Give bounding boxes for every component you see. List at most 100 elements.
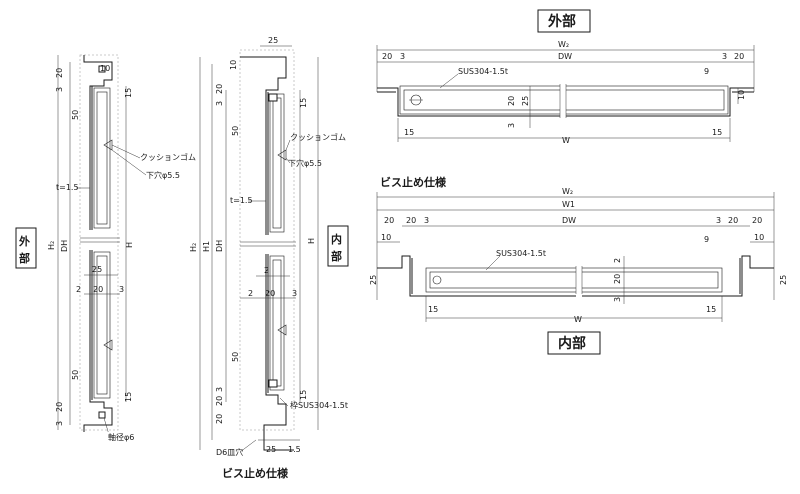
dim-2: 2	[76, 285, 81, 294]
cushion-label-a: クッションゴム	[140, 152, 196, 162]
caption-screw-top: ビス止め仕様	[380, 175, 447, 189]
cushion-rubber-top	[103, 139, 113, 151]
dim-mid-3-left: 3	[424, 216, 429, 225]
dim-mid-25-left: 25	[369, 275, 378, 285]
dim-3: 3	[119, 285, 124, 294]
title-box-outer	[537, 9, 591, 33]
plan-view-outer: 外部 W₂ DW 20 3 3 20 SUS304-1.5t 9 10 20 2…	[376, 9, 755, 145]
dim-10: 10	[100, 64, 110, 73]
dim-mid-2: 2	[613, 258, 622, 263]
dim-mid-20c: 20	[728, 216, 738, 225]
side-label-box-inner	[327, 225, 349, 267]
material-label-mid: SUS304-1.5t	[496, 249, 546, 258]
title-outer: 外部	[548, 13, 576, 30]
dim-3-bottom: 3	[55, 421, 64, 426]
side-section-outer: 20 3 H₂ DH 20 3 50 50 10 15 15 H t=1.5 2…	[15, 54, 196, 442]
door-panel-b-bottom	[269, 255, 285, 391]
dim-b-10: 10	[229, 60, 238, 70]
dim-H: H	[125, 242, 134, 248]
dim-b-50-bottom: 50	[231, 352, 240, 362]
dim-b-15-top: 15	[299, 98, 308, 108]
dim-mid-15-right: 15	[706, 305, 716, 314]
dim-top-W: W	[562, 136, 570, 145]
dim-top-20-left: 20	[382, 52, 392, 61]
thickness-label-a: t=1.5	[56, 183, 79, 192]
dim-b-3: 3	[292, 289, 297, 298]
frame-bottom-profile	[83, 250, 113, 432]
cushion-label-b: クッションゴム	[290, 132, 346, 142]
wall-outline	[79, 54, 119, 431]
dim-top-25-v: 25	[521, 96, 530, 106]
dim-mid-15-left: 15	[428, 305, 438, 314]
dim-top-3-v: 3	[507, 123, 516, 128]
dim-20-top: 20	[55, 68, 64, 78]
dim-25: 25	[92, 265, 102, 274]
screw-top	[268, 93, 278, 102]
dim-b-2b: 2	[248, 289, 253, 298]
dim-top-9: 9	[704, 67, 709, 76]
cushion-rubber-bottom	[103, 339, 113, 351]
dim-mid-20a: 20	[384, 216, 394, 225]
dim-top-20-right: 20	[734, 52, 744, 61]
dim-15-bottom: 15	[124, 392, 133, 402]
cushion-rubber-b	[277, 149, 287, 161]
plan-view-screw: ビス止め仕様 W₂ W1 DW 20 20 3 3 20 20 10 10 25…	[369, 175, 788, 355]
countersink-label: D6皿穴	[216, 447, 243, 457]
side-label-inner-2: 部	[331, 249, 342, 263]
frame-b-top	[240, 56, 287, 235]
plan-mid-panel	[425, 267, 723, 293]
dim-b-50-top: 50	[231, 126, 240, 136]
dim-mid-10-left: 10	[381, 233, 391, 242]
dim-b-1-5: 1.5	[288, 445, 301, 454]
dim-b-15-bottom: 15	[299, 390, 308, 400]
dim-b-2: 2	[264, 266, 269, 275]
dim-mid-20-v: 20	[613, 274, 622, 284]
side-label-box-outer	[15, 227, 37, 269]
dim-top-3-left: 3	[400, 52, 405, 61]
dim-b-3-top: 3	[215, 101, 224, 106]
dim-mid-20b: 20	[406, 216, 416, 225]
title-box-inner	[547, 331, 601, 355]
dim-mid-9: 9	[704, 235, 709, 244]
dim-mid-3-v: 3	[613, 297, 622, 302]
door-panel-bottom	[93, 251, 111, 399]
dim-top-15-right: 15	[712, 128, 722, 137]
dim-b-25-bottom: 25	[266, 445, 276, 454]
dim-50-top: 50	[71, 110, 80, 120]
dim-b-H2: H₂	[189, 243, 198, 252]
dim-mid-10-right: 10	[754, 233, 764, 242]
dim-mid-W1: W1	[562, 200, 575, 209]
dim-b-20-top: 20	[215, 84, 224, 94]
dim-mid-W2: W₂	[562, 187, 573, 196]
dim-mid-DW: DW	[562, 216, 576, 225]
dim-b-20-bottom: 20	[215, 396, 224, 406]
dim-top-3-right: 3	[722, 52, 727, 61]
dim-top-15-left: 15	[404, 128, 414, 137]
hinge-pin-bottom	[98, 411, 106, 419]
wall-outline-b	[239, 49, 295, 431]
material-label-top: SUS304-1.5t	[458, 67, 508, 76]
dim-b-DH: DH	[215, 240, 224, 252]
hole-label-a: 下穴φ5.5	[146, 170, 180, 180]
dim-3-top: 3	[55, 87, 64, 92]
door-panel-b-top	[269, 93, 285, 233]
side-label-outer-1: 外	[18, 234, 30, 248]
dim-b-20: 20	[265, 289, 275, 298]
dim-mid-3-right: 3	[716, 216, 721, 225]
plan-mid-hole	[432, 275, 442, 285]
dim-top-10: 10	[737, 90, 746, 100]
thickness-label-b: t=1.5	[230, 196, 253, 205]
side-label-inner-1: 内	[331, 232, 342, 246]
dim-top-DW: DW	[558, 52, 572, 61]
frame-material-label: 枠SUS304-1.5t	[290, 400, 348, 410]
dim-b-H: H	[307, 238, 316, 244]
dim-b-20-bottom-2: 20	[215, 414, 224, 424]
caption-screw-side: ビス止め仕様	[222, 466, 289, 480]
side-section-inner: H₂ H1 DH 10 20 3 50 50 3 20 20 25 15 15 …	[189, 36, 349, 480]
dim-top-W2: W₂	[558, 40, 569, 49]
dim-b-H1: H1	[202, 241, 211, 252]
dim-mid-20d: 20	[752, 216, 762, 225]
title-inner: 内部	[558, 335, 586, 352]
door-panel-top	[93, 87, 111, 229]
